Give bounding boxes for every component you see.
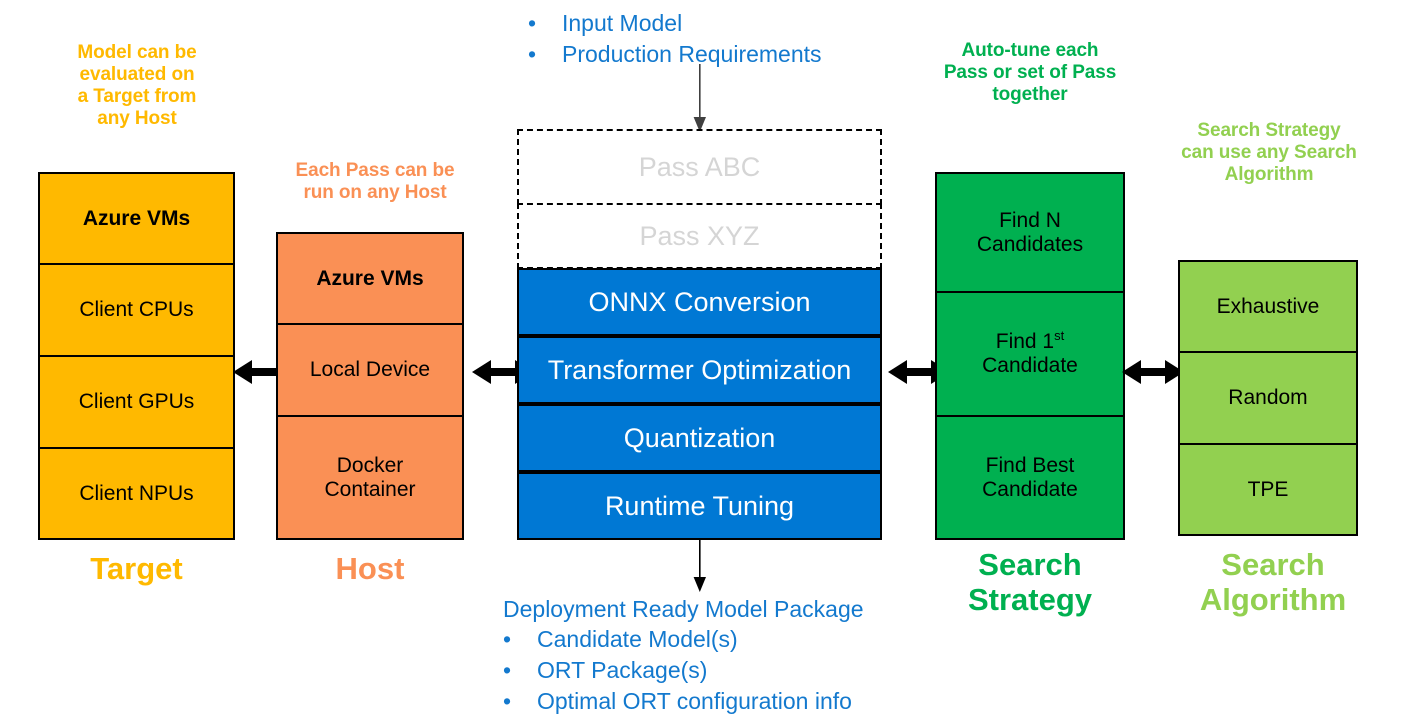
algorithm-item-label: Random <box>1228 386 1308 410</box>
strategy-item-label: Find N Candidates <box>976 208 1084 256</box>
list-item: • Candidate Model(s) <box>503 624 923 655</box>
search-strategy-caption-line-1: Search <box>978 547 1082 582</box>
target-item-label: Client NPUs <box>79 481 194 505</box>
host-caption: Host <box>335 551 405 586</box>
search-algorithm-note-line-3: Algorithm <box>1224 164 1314 186</box>
input-bullet-list: • Input Model • Production Requirements <box>528 8 908 70</box>
search-algorithm-caption: Search Algorithm <box>1178 547 1368 617</box>
strategy-item-find-n-candidates[interactable]: Find N Candidates <box>935 172 1125 292</box>
host-note-line-2: run on any Host <box>303 182 447 204</box>
pass-ghost-abc[interactable]: Pass ABC <box>517 129 882 205</box>
pass-label: Runtime Tuning <box>604 490 795 521</box>
strategy-item-find-first-candidate[interactable]: Find 1st Candidate <box>935 292 1125 416</box>
list-item: • Production Requirements <box>528 39 908 70</box>
algorithm-item-label: Exhaustive <box>1216 294 1320 318</box>
host-item-label: Azure VMs <box>316 266 424 290</box>
pass-quantization[interactable]: Quantization <box>517 404 882 472</box>
target-item-client-npus[interactable]: Client NPUs <box>38 448 235 540</box>
pass-ghost-label: Pass XYZ <box>639 220 760 251</box>
input-bullet-label: Input Model <box>562 10 683 36</box>
pass-label: Quantization <box>623 422 776 453</box>
strategy-item-find-best-candidate[interactable]: Find Best Candidate <box>935 416 1125 540</box>
bullet-icon: • <box>503 626 512 652</box>
output-title: Deployment Ready Model Package <box>503 596 864 622</box>
input-bullet-label: Production Requirements <box>562 40 822 67</box>
pass-ghost-label: Pass ABC <box>638 151 761 182</box>
target-note: Model can be evaluated on a Target from … <box>38 42 236 130</box>
algorithm-item-label: TPE <box>1247 477 1289 501</box>
bullet-icon: • <box>528 10 537 36</box>
list-item: • Input Model <box>528 8 908 39</box>
search-strategy-caption: Search Strategy <box>935 547 1125 617</box>
host-item-docker-container[interactable]: Docker Container <box>276 416 464 540</box>
host-item-local-device[interactable]: Local Device <box>276 324 464 416</box>
search-algorithm-note-line-1: Search Strategy <box>1197 120 1341 141</box>
target-note-line-1: Model can be <box>77 42 197 63</box>
host-item-label: Local Device <box>309 358 431 382</box>
arrow-input-to-passes-icon <box>693 64 706 132</box>
target-note-line-3: a Target from <box>77 86 197 108</box>
output-bullet-label: ORT Package(s) <box>537 656 708 683</box>
strategy-item-label: Find Best Candidate <box>982 453 1078 501</box>
search-algorithm-caption-line-2: Algorithm <box>1199 581 1347 617</box>
strategy-item-label: Find 1st Candidate <box>982 328 1078 377</box>
arrow-strategy-algorithm-icon <box>1122 360 1184 384</box>
search-algorithm-note: Search Strategy can use any Search Algor… <box>1158 120 1380 186</box>
target-item-client-gpus[interactable]: Client GPUs <box>38 356 235 448</box>
search-strategy-note-line-2: Pass or set of Pass <box>943 62 1117 84</box>
target-item-label: Client GPUs <box>78 390 195 414</box>
output-bullet-label: Optimal ORT configuration info <box>537 687 852 714</box>
pass-transformer-optimization[interactable]: Transformer Optimization <box>517 336 882 404</box>
host-note: Each Pass can be run on any Host <box>276 160 474 204</box>
host-item-label: Docker Container <box>324 453 416 501</box>
bullet-icon: • <box>503 687 512 714</box>
pass-onnx-conversion[interactable]: ONNX Conversion <box>517 268 882 336</box>
host-note-line-1: Each Pass can be <box>295 160 455 181</box>
search-strategy-caption-line-2: Strategy <box>967 581 1093 617</box>
arrow-passes-to-output-icon <box>693 540 706 592</box>
list-item: • Optimal ORT configuration info <box>503 686 923 716</box>
output-bullet-list: • Candidate Model(s) • ORT Package(s) • … <box>503 624 923 716</box>
search-strategy-note-line-1: Auto-tune each <box>961 40 1099 61</box>
target-note-line-2: evaluated on <box>79 64 195 86</box>
target-item-label: Client CPUs <box>79 298 194 322</box>
bullet-icon: • <box>503 656 512 683</box>
target-caption: Target <box>90 551 183 586</box>
list-item: • ORT Package(s) <box>503 655 923 686</box>
search-algorithm-caption-line-1: Search <box>1221 547 1325 582</box>
search-algorithm-note-line-2: can use any Search <box>1181 142 1357 164</box>
target-item-azure-vms[interactable]: Azure VMs <box>38 172 235 264</box>
search-strategy-note-line-3: together <box>992 84 1068 106</box>
algorithm-item-exhaustive[interactable]: Exhaustive <box>1178 260 1358 352</box>
search-strategy-note: Auto-tune each Pass or set of Pass toget… <box>925 40 1135 106</box>
pass-label: Transformer Optimization <box>547 354 852 385</box>
target-item-client-cpus[interactable]: Client CPUs <box>38 264 235 356</box>
output-bullet-label: Candidate Model(s) <box>537 626 738 652</box>
pass-runtime-tuning[interactable]: Runtime Tuning <box>517 472 882 540</box>
target-item-label: Azure VMs <box>82 206 191 230</box>
pass-label: ONNX Conversion <box>588 286 811 317</box>
target-note-line-4: any Host <box>97 108 177 130</box>
algorithm-item-tpe[interactable]: TPE <box>1178 444 1358 536</box>
pass-ghost-xyz[interactable]: Pass XYZ <box>517 203 882 269</box>
host-item-azure-vms[interactable]: Azure VMs <box>276 232 464 324</box>
bullet-icon: • <box>528 40 537 67</box>
algorithm-item-random[interactable]: Random <box>1178 352 1358 444</box>
